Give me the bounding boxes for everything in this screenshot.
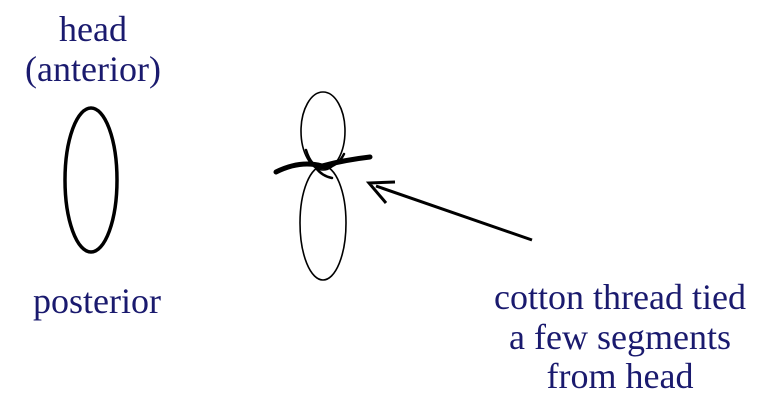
intact-larva-ellipse bbox=[65, 108, 117, 252]
ligated-head-segment bbox=[301, 92, 345, 170]
pointer-arrow-shaft bbox=[376, 186, 532, 240]
ligated-posterior-segment bbox=[300, 166, 346, 280]
